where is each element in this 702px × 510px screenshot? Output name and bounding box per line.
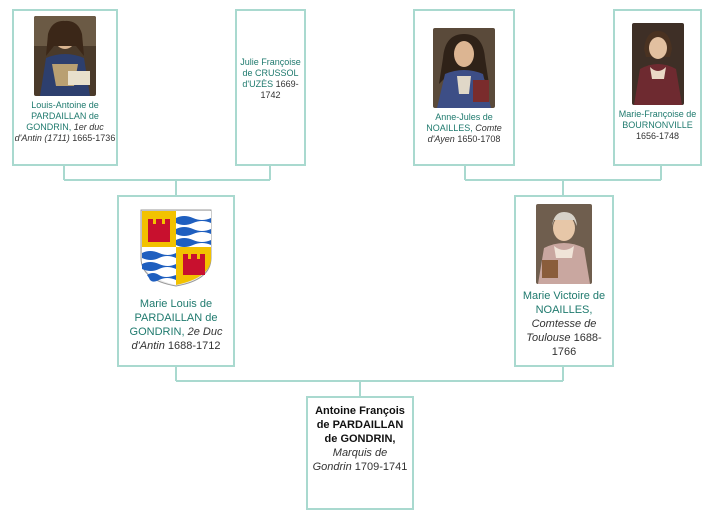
person-name: Antoine François de PARDAILLAN de GONDRI… [315,405,405,445]
person-title: 2e Duc d'Antin [131,326,223,352]
coat-of-arms-image[interactable] [139,208,213,288]
portrait-image[interactable] [631,23,684,105]
person-name-link[interactable]: Anne-Jules de NOAILLES, [426,112,493,133]
person-name-link[interactable]: Julie Françoise de CRUSSOL d'UZÈS [240,57,301,89]
person-title: Comte d'Ayen [427,123,502,144]
person-card-marie-victoire[interactable]: Marie Victoire de NOAILLES, Comtesse de … [514,195,614,367]
person-title: Marquis de Gondrin [312,447,388,473]
person-name-link[interactable]: Louis-Antoine de PARDAILLAN de GONDRIN, [26,100,99,132]
person-years: 1669-1742 [260,79,299,100]
person-name-link[interactable]: Marie-Françoise de BOURNONVILLE [618,109,697,130]
portrait-image[interactable] [433,28,495,108]
person-years: 1688-1766 [551,332,602,358]
person-years: 1650-1708 [457,134,501,144]
person-card-marie-louis[interactable]: Marie Louis de PARDAILLAN de GONDRIN, 2e… [117,195,235,367]
person-name-link[interactable]: Marie Victoire de NOAILLES, [522,290,606,316]
person-card-antoine-francois[interactable]: Antoine François de PARDAILLAN de GONDRI… [306,396,414,510]
person-years: 1709-1741 [354,461,408,473]
portrait-image[interactable] [536,204,592,284]
portrait-image[interactable] [34,16,96,96]
person-card-anne-jules[interactable]: Anne-Jules de NOAILLES, Comte d'Ayen 165… [413,9,515,166]
person-card-marie-francoise[interactable]: Marie-Françoise de BOURNONVILLE 1656-174… [613,9,702,166]
person-title: Comtesse de Toulouse [526,318,597,344]
person-name-link[interactable]: Marie Louis de PARDAILLAN de GONDRIN, [129,298,218,338]
person-years: 1656-1748 [635,131,680,141]
person-years: 1665-1736 [72,133,116,143]
person-card-julie-francoise[interactable]: Julie Françoise de CRUSSOL d'UZÈS 1669-1… [235,9,306,166]
person-years: 1688-1712 [167,340,221,352]
person-title: 1er duc d'Antin (1711) [14,122,104,143]
person-card-louis-antoine[interactable]: Louis-Antoine de PARDAILLAN de GONDRIN, … [12,9,118,166]
